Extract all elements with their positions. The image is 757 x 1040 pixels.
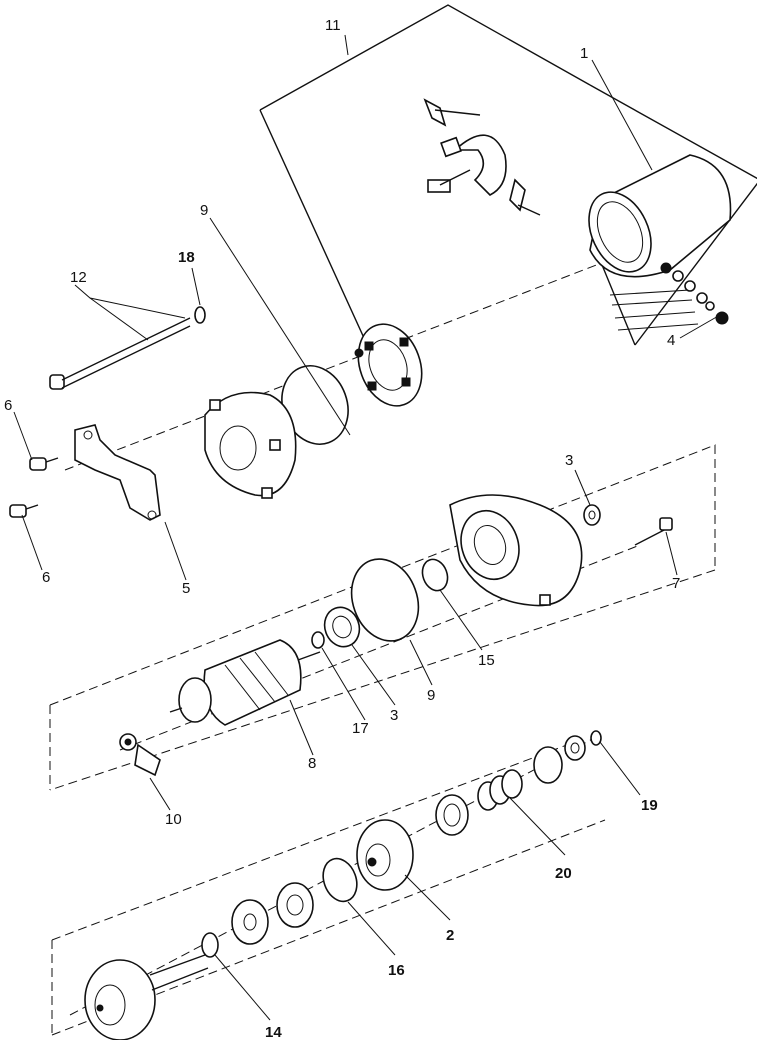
- screw-6-lower: [9, 504, 39, 518]
- through-bolt: [49, 317, 191, 390]
- middle-group-frame: [49, 444, 716, 791]
- callout-16: 16: [388, 962, 405, 979]
- brush-holder-plate: [354, 323, 423, 407]
- rear-end-frame: [204, 391, 297, 499]
- front-housing: [449, 494, 583, 607]
- mounting-bracket: [74, 424, 161, 521]
- stop-ring-19: [564, 730, 602, 761]
- bearing-13: [323, 606, 361, 648]
- overrunning-clutch: [356, 819, 414, 891]
- collar: [533, 746, 563, 784]
- spring-20: [477, 769, 523, 811]
- o-ring-middle: [350, 558, 420, 642]
- callout-20: 20: [555, 865, 572, 882]
- callout-7: 7: [672, 575, 680, 592]
- pinion-gear-drive: [84, 954, 209, 1040]
- o-ring-15: [421, 558, 449, 592]
- callout-1: 1: [580, 45, 588, 62]
- callout-3-upper: 3: [565, 452, 573, 469]
- yoke-housing: [588, 154, 732, 331]
- snap-ring-17: [311, 631, 325, 649]
- callout-9-middle: 9: [427, 687, 435, 704]
- screw-6-upper: [29, 457, 59, 471]
- callout-12: 12: [70, 269, 87, 286]
- snap-ring-14: [201, 932, 219, 958]
- washer-3: [583, 504, 601, 526]
- retainer: [276, 882, 314, 928]
- terminal-nuts-and-washers: [660, 262, 729, 325]
- brush-holder-set: [423, 98, 541, 216]
- callout-14: 14: [265, 1024, 282, 1040]
- callout-10: 10: [165, 811, 182, 828]
- bushing-10: [119, 733, 161, 777]
- callout-4: 4: [667, 332, 675, 349]
- callout-19: 19: [641, 797, 658, 814]
- thrust-washer: [231, 899, 269, 945]
- callout-labels: 11 1 9 18 12 4 6 3 6 5 7 15 9 3 17 8 10 …: [4, 17, 680, 1040]
- callout-6-lower: 6: [42, 569, 50, 586]
- callout-5: 5: [182, 580, 190, 597]
- callout-6-upper: 6: [4, 397, 12, 414]
- callout-2: 2: [446, 927, 454, 944]
- callout-17: 17: [352, 720, 369, 737]
- callout-9-upper: 9: [200, 202, 208, 219]
- o-ring-16: [322, 857, 358, 903]
- armature: [169, 639, 321, 726]
- leader-lines: [13, 34, 721, 1021]
- callout-8: 8: [308, 755, 316, 772]
- bolt-7: [634, 517, 673, 546]
- callout-3-lower: 3: [390, 707, 398, 724]
- lock-washer-18: [194, 306, 206, 324]
- callout-18: 18: [178, 249, 195, 266]
- sleeve: [435, 794, 469, 836]
- callout-15: 15: [478, 652, 495, 669]
- callout-11: 11: [325, 17, 341, 34]
